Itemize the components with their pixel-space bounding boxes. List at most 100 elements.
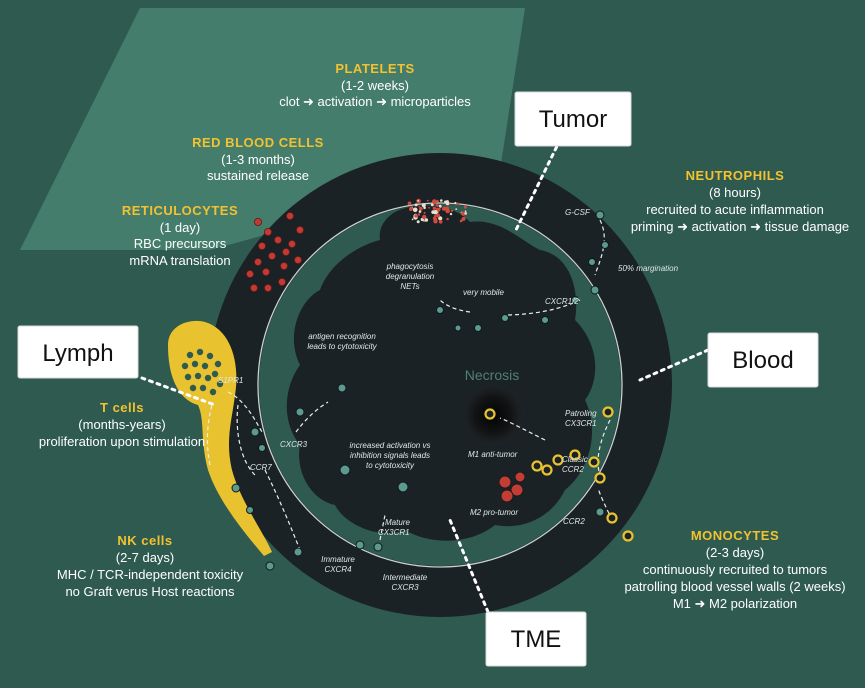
migration-paths [206,219,613,551]
blood-label: Blood [732,347,793,374]
tcells-desc: proliferation upon stimulation [39,434,205,449]
red-blood-cell [261,267,270,276]
platelet [435,204,439,207]
immune-cell [355,540,365,550]
ring-inner-border [257,202,623,568]
red-blood-cell [253,217,262,226]
platelet [449,212,453,216]
platelet [433,210,438,215]
platelet [463,205,467,209]
platelet [417,213,421,216]
annot-gcsf: G-CSF [565,208,591,217]
red-blood-cell [249,283,258,292]
immune-cell [588,258,596,266]
lymph-dot [184,373,192,381]
platelets-desc: clot ➜ activation ➜ microparticles [279,94,471,109]
platelet [445,201,450,206]
red-blood-cells [245,211,304,292]
red-blood-cell [285,211,294,220]
lymph-label: Lymph [42,340,113,367]
immune-cell [293,547,303,557]
annot-phagocytosis: phagocytosis [386,262,434,271]
m2-cells [498,471,526,503]
reticulocytes-desc2: mRNA translation [129,253,230,268]
annot-cxcr12: CXCR1/2 [545,297,579,306]
platelet [418,205,421,208]
lymph-dot [181,362,189,370]
annot-mature1: Mature [385,518,410,527]
tcells-duration: (months-years) [78,417,165,432]
immune-cell [590,285,600,295]
monocytes-desc1: continuously recruited to tumors [643,562,828,577]
rbc-duration: (1-3 months) [221,152,295,167]
platelet [428,206,430,209]
monocyte [594,472,606,484]
immune-cell [436,306,444,314]
rbc-desc: sustained release [207,168,309,183]
platelet [456,202,460,206]
platelet [423,211,426,214]
platelet [442,208,444,211]
platelet [445,206,450,211]
platelet [459,219,463,223]
red-blood-cell [267,251,276,260]
platelet [436,199,439,203]
platelet [414,203,418,207]
tme-callout: TME [485,611,587,667]
annot-intermediate2: CXCR3 [391,583,419,592]
lymph-dot [204,374,212,382]
platelet [423,220,425,222]
annot-antigen1: antigen recognition [308,332,376,341]
red-blood-cell [245,269,254,278]
monocyte [552,454,564,466]
neutrophils-desc1: recruited to acute inflammation [646,202,824,217]
platelet [433,219,438,224]
platelet [455,208,458,211]
platelet [430,203,434,207]
red-blood-cell [273,235,282,244]
lymph-dot [191,360,199,368]
monocytes-title: MONOCYTES [691,528,779,543]
platelet [450,209,454,212]
monocyte [541,464,553,476]
red-blood-cell [295,225,304,234]
platelet [409,206,413,210]
immune-cell [339,464,351,476]
platelet [424,218,429,222]
annot-increased3: to cytotoxicity [366,461,415,470]
monocyte [569,449,581,461]
platelet [418,210,422,213]
red-blood-cell [287,239,296,248]
neutrophils-desc2: priming ➜ activation ➜ tissue damage [631,219,849,234]
red-blood-cell [253,257,262,266]
platelet [411,218,414,221]
platelet [440,199,443,202]
annot-increased2: inhibition signals leads [350,451,430,460]
annot-degranulation: degranulation [386,272,435,281]
annot-m1: M1 anti-tumor [468,450,518,459]
lymph-dot [211,370,219,378]
lymph-callout: Lymph [17,325,139,379]
tumor-label: Tumor [539,106,607,133]
platelet [412,207,418,213]
red-blood-cell [277,277,286,286]
blood-connector [638,348,710,382]
annot-patrolling1: Patroling [565,409,597,418]
red-blood-cell [279,261,288,270]
annot-m2: M2 pro-tumor [470,508,518,517]
immune-cell [337,383,347,393]
immune-cell [258,444,266,452]
immune-cell [541,316,549,324]
platelets-title: PLATELETS [335,61,414,76]
immune-cell [295,407,305,417]
monocytes-desc2: patrolling blood vessel walls (2 weeks) [624,579,845,594]
annot-ccr7: CCR7 [250,463,272,472]
immune-cell [601,241,609,249]
teal-cells [181,210,609,571]
platelets-duration: (1-2 weeks) [341,78,409,93]
annot-patrolling2: CX3CR1 [565,419,597,428]
platelet [432,199,437,205]
red-blood-cell [281,247,290,256]
